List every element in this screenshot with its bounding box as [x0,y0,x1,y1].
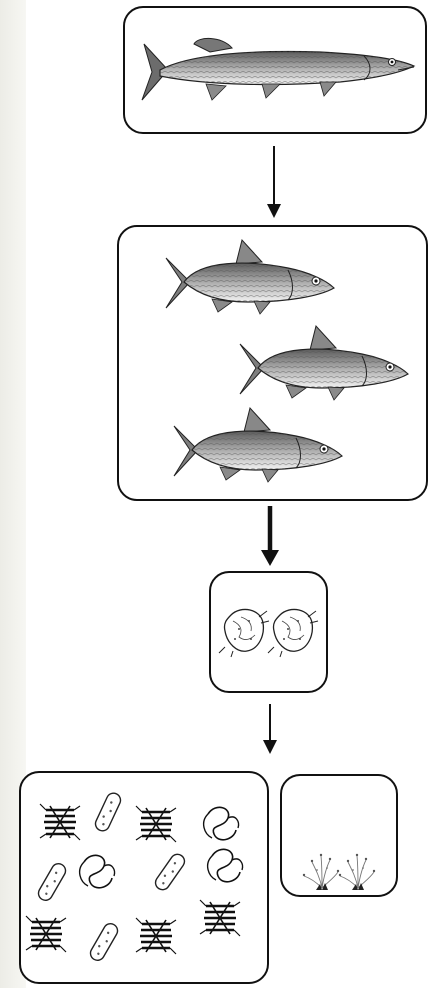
arrow-pike-roach [267,146,281,218]
microorganism-icon [26,916,66,952]
roach-fish-icon [240,326,408,400]
arrow-roach-zooplankton [261,506,279,566]
microorganism-icon [40,804,80,840]
zooplankton-icon [219,609,269,657]
microorganisms-group [26,791,243,963]
microorganism-icon [136,918,176,954]
microorganism-icon [93,791,123,833]
roach-fish-icon [174,408,342,482]
pike-fish-icon [142,38,414,100]
algae-sprouts-icon [303,854,339,890]
microorganism-icon [136,806,176,842]
zooplankton-icon [268,609,318,657]
microorganism-icon [80,855,115,887]
microorganism-icon [208,849,243,881]
algae-sprouts-icon [339,854,375,890]
microorganism-icon [200,900,240,936]
microorganism-icon [88,921,120,963]
roach-fish-icon [166,240,334,314]
microorganism-icon [204,807,239,839]
microorganism-icon [153,852,187,893]
arrow-zooplankton-microorganisms [263,704,277,754]
microorganism-icon [36,861,68,903]
